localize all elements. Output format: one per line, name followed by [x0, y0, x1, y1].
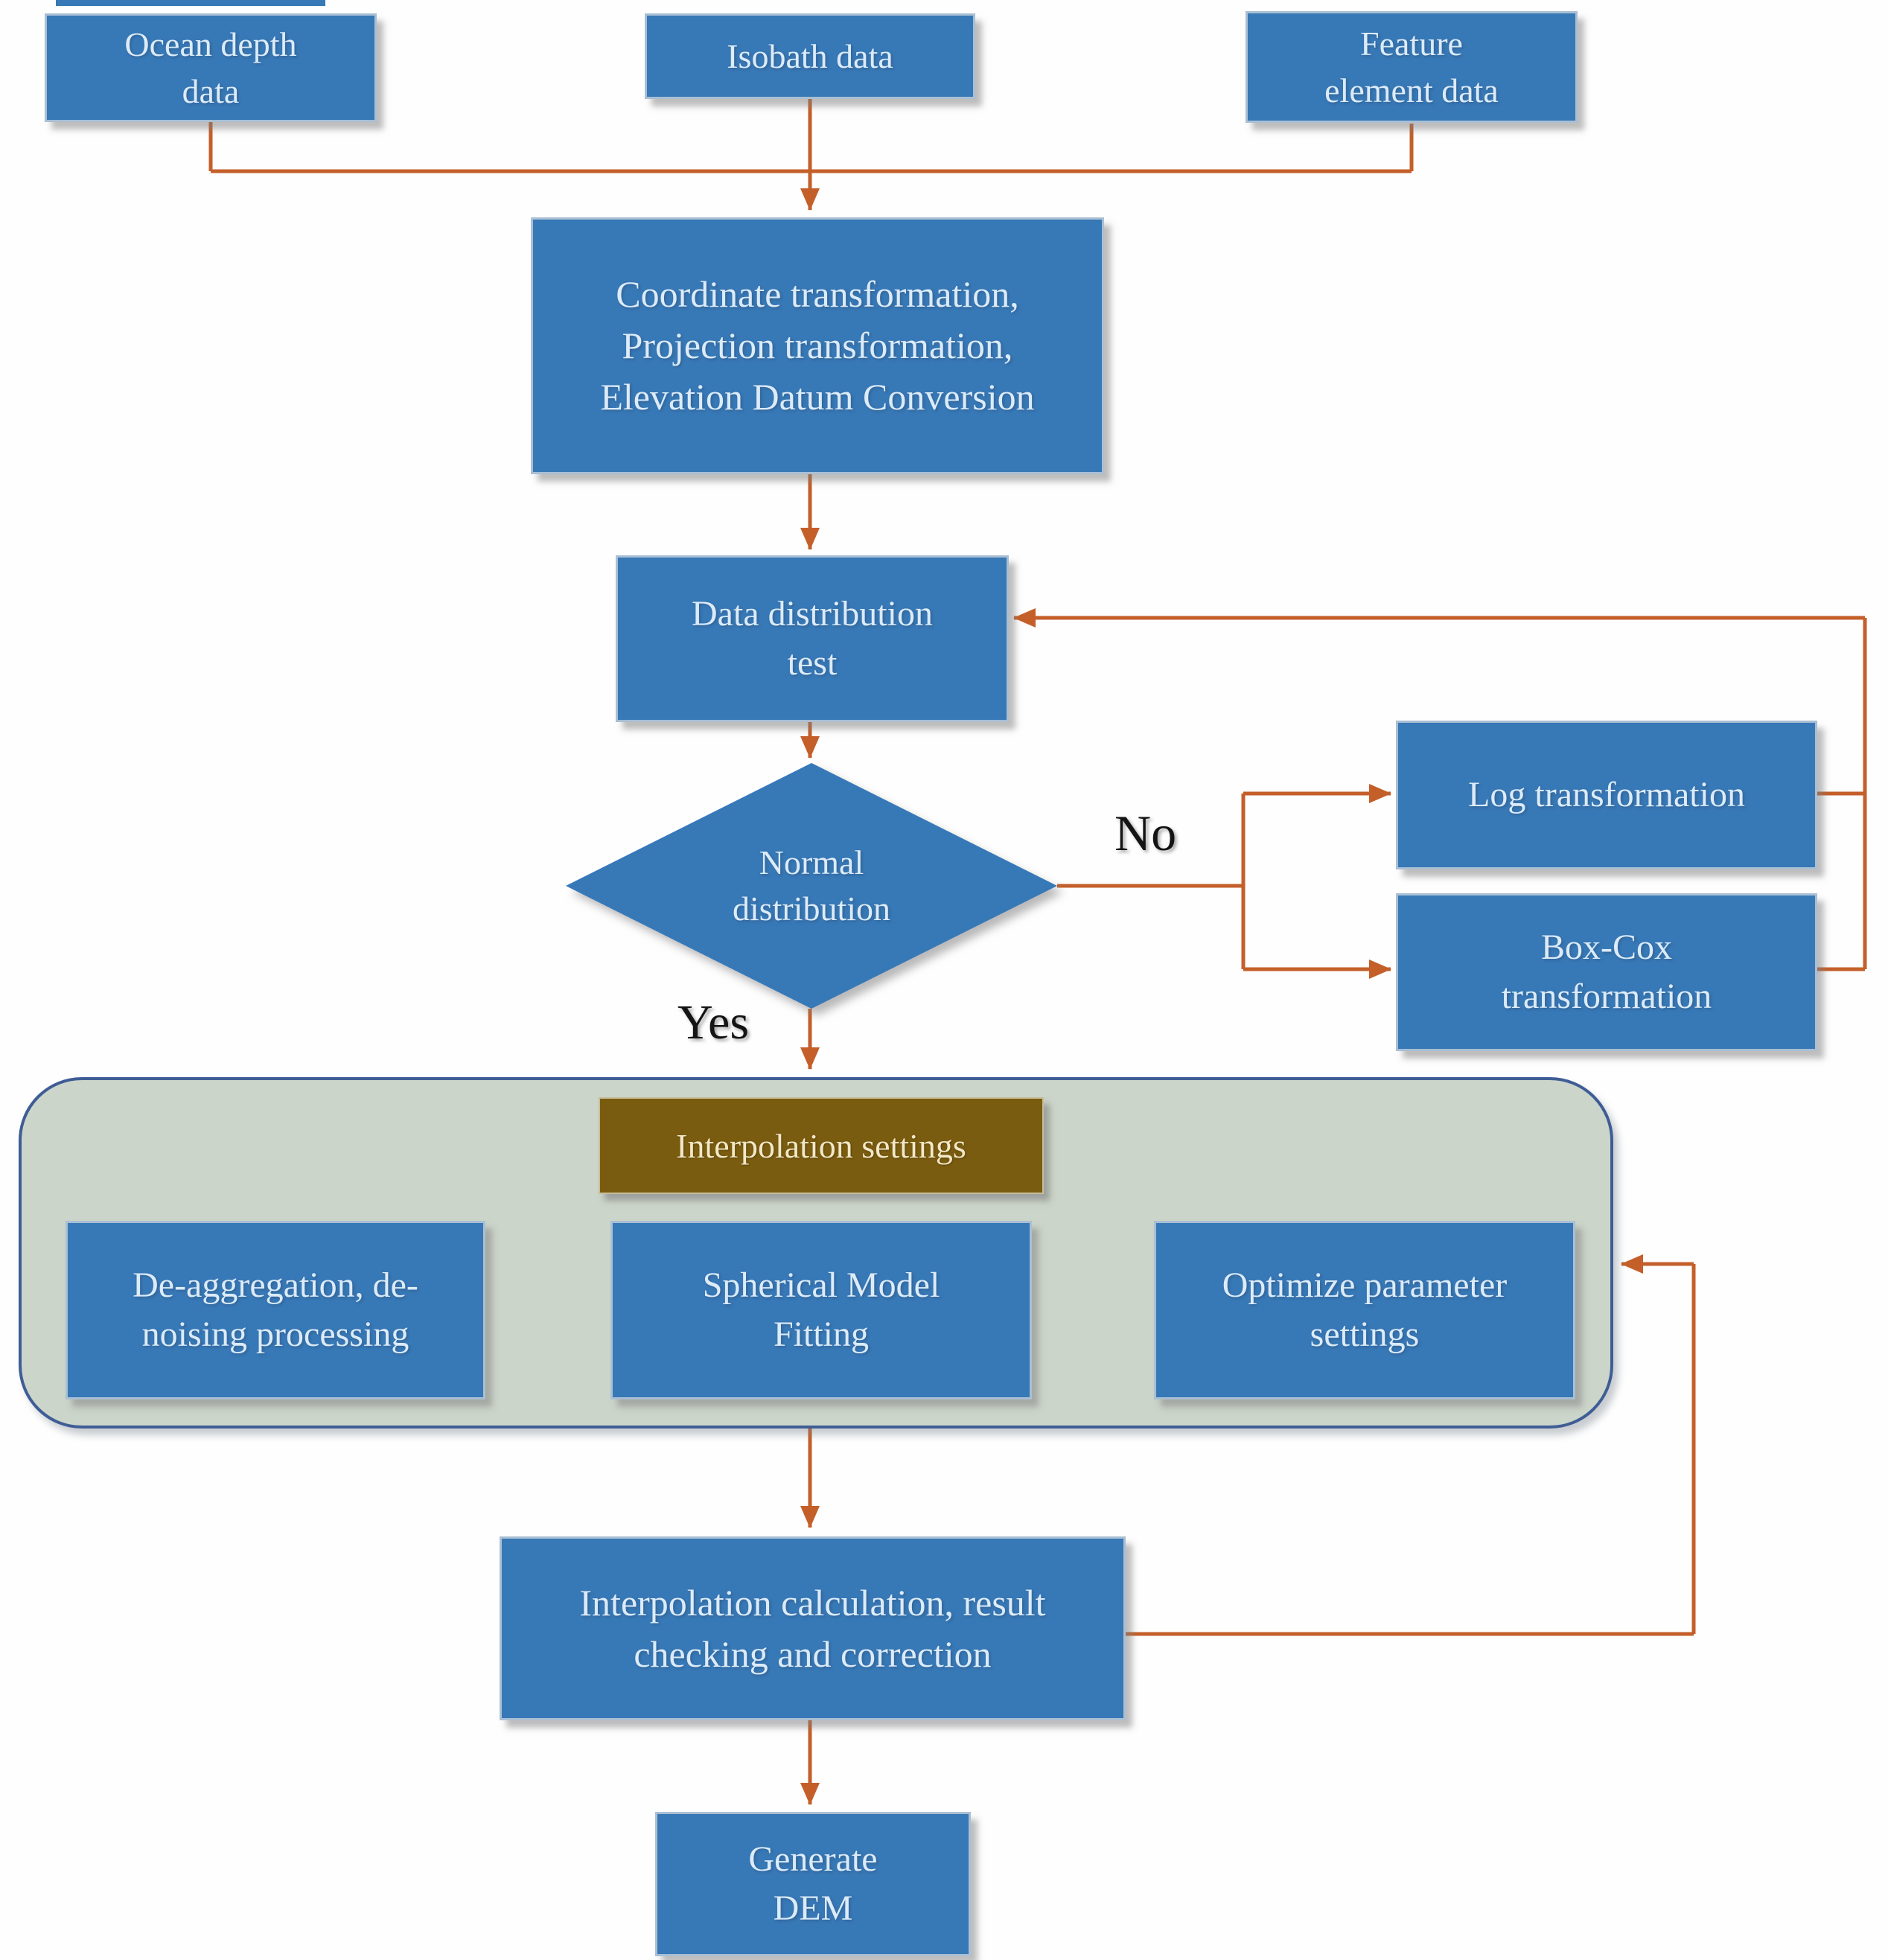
node-optimize-parameter-settings: Optimize parameter settings: [1154, 1221, 1575, 1399]
node-deaggregation-denoising: De-aggregation, de- noising processing: [66, 1221, 485, 1399]
top-crop-artifact: [56, 0, 325, 6]
node-interpolation-calculation: Interpolation calculation, result checki…: [500, 1536, 1126, 1720]
node-generate-dem: Generate DEM: [655, 1812, 971, 1956]
label-yes: Yes: [677, 995, 750, 1050]
decision-normal-distribution-wrap: Normal distribution: [566, 763, 1057, 1009]
node-interpolation-settings: Interpolation settings: [599, 1097, 1044, 1194]
node-isobath-data: Isobath data: [645, 13, 975, 99]
node-coordinate-transformation: Coordinate transformation, Projection tr…: [531, 217, 1104, 474]
node-data-distribution-test: Data distribution test: [616, 555, 1009, 722]
node-spherical-model-fitting: Spherical Model Fitting: [610, 1221, 1032, 1399]
node-log-transformation: Log transformation: [1396, 721, 1817, 869]
label-no: No: [1114, 805, 1177, 861]
node-ocean-depth-data: Ocean depth data: [45, 13, 377, 122]
node-boxcox-transformation: Box-Cox transformation: [1396, 893, 1817, 1051]
node-feature-element-data: Feature element data: [1246, 11, 1578, 123]
decision-normal-distribution: Normal distribution: [566, 763, 1057, 1009]
